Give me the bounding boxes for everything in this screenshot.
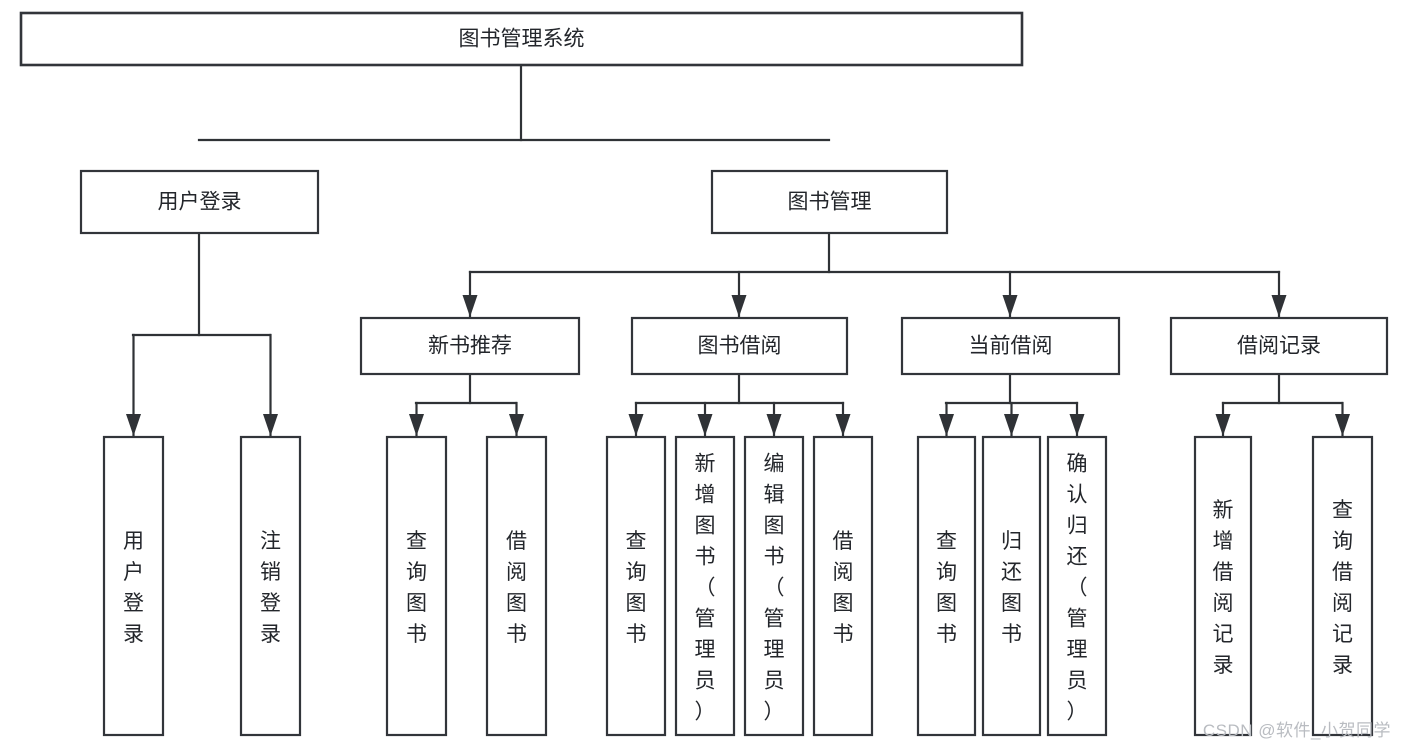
node-box bbox=[102, 435, 165, 737]
node-box bbox=[1169, 316, 1389, 376]
node-label: 图书借阅 bbox=[698, 335, 782, 358]
node-leaf-logout[interactable]: 注销登录 bbox=[239, 435, 302, 737]
node-leaf-query-record[interactable]: 查询借阅记录 bbox=[1311, 435, 1374, 737]
node-label: 查询图书 bbox=[936, 530, 957, 646]
arrow-head-icon bbox=[263, 414, 278, 436]
arrow-head-icon bbox=[1335, 414, 1350, 436]
csdn-watermark: CSDN @软件_小贺同学 bbox=[1202, 721, 1391, 740]
node-label: 查询图书 bbox=[626, 530, 647, 646]
connector-group-bus-book-manage bbox=[462, 231, 1287, 319]
node-box bbox=[19, 11, 1024, 67]
node-label: 图书管理系统 bbox=[459, 28, 585, 51]
connector-group-bus-book-borrow bbox=[628, 372, 851, 438]
node-box bbox=[981, 435, 1042, 737]
arrow-head-icon bbox=[939, 414, 954, 436]
node-label: 借阅记录 bbox=[1237, 335, 1321, 358]
connector-group-bus-borrow-record bbox=[1215, 372, 1350, 438]
node-borrow-record[interactable]: 借阅记录 bbox=[1169, 316, 1389, 376]
node-box bbox=[710, 169, 949, 235]
node-box bbox=[79, 169, 320, 235]
node-leaf-user-login[interactable]: 用户登录 bbox=[102, 435, 165, 737]
arrow-head-icon bbox=[509, 414, 524, 436]
node-box bbox=[1311, 435, 1374, 737]
node-box bbox=[239, 435, 302, 737]
node-label: 借阅图书 bbox=[833, 530, 854, 646]
node-leaf-add-book[interactable]: 新增图书（管理员） bbox=[674, 435, 736, 737]
node-leaf-add-record[interactable]: 新增借阅记录 bbox=[1193, 435, 1253, 737]
node-label: 新书推荐 bbox=[428, 335, 512, 358]
arrow-head-icon bbox=[462, 295, 478, 317]
node-book-manage[interactable]: 图书管理 bbox=[710, 169, 949, 235]
node-label: 编辑图书（管理员） bbox=[764, 453, 785, 724]
arrow-head-icon bbox=[1215, 414, 1231, 436]
arrow-head-icon bbox=[1004, 414, 1019, 436]
node-box bbox=[674, 435, 736, 737]
arrow-head-icon bbox=[126, 414, 141, 436]
node-leaf-return-book[interactable]: 归还图书 bbox=[981, 435, 1042, 737]
node-leaf-borrow-book-rec[interactable]: 借阅图书 bbox=[485, 435, 548, 737]
node-box bbox=[605, 435, 667, 737]
node-box bbox=[900, 316, 1121, 376]
node-user-login[interactable]: 用户登录 bbox=[79, 169, 320, 235]
node-leaf-confirm-return[interactable]: 确认归还（管理员） bbox=[1046, 435, 1108, 737]
arrow-head-icon bbox=[731, 295, 747, 317]
node-label: 用户登录 bbox=[123, 530, 144, 646]
node-current-borrow[interactable]: 当前借阅 bbox=[900, 316, 1121, 376]
node-label: 借阅图书 bbox=[506, 530, 527, 646]
arrow-head-icon bbox=[1271, 295, 1287, 317]
node-box bbox=[359, 316, 581, 376]
node-new-book-recommend[interactable]: 新书推荐 bbox=[359, 316, 581, 376]
connector-group-bus-root bbox=[197, 63, 831, 142]
node-leaf-edit-book[interactable]: 编辑图书（管理员） bbox=[743, 435, 805, 737]
connectors-layer bbox=[126, 63, 1350, 438]
node-box bbox=[485, 435, 548, 737]
node-leaf-borrow-book[interactable]: 借阅图书 bbox=[812, 435, 874, 737]
arrow-head-icon bbox=[409, 414, 424, 436]
node-leaf-query-book-rec[interactable]: 查询图书 bbox=[385, 435, 448, 737]
node-box bbox=[916, 435, 977, 737]
node-root[interactable]: 图书管理系统 bbox=[19, 11, 1024, 67]
arrow-head-icon bbox=[697, 414, 713, 436]
node-box bbox=[1046, 435, 1108, 737]
connector-group-bus-current-borrow bbox=[939, 372, 1085, 438]
node-leaf-query-book-current[interactable]: 查询图书 bbox=[916, 435, 977, 737]
node-label: 新增图书（管理员） bbox=[695, 453, 716, 724]
node-label: 注销登录 bbox=[260, 530, 281, 646]
connector-group-bus-user-login bbox=[126, 231, 278, 438]
arrow-head-icon bbox=[835, 414, 851, 436]
node-label: 查询图书 bbox=[406, 530, 427, 646]
node-label: 归还图书 bbox=[1001, 530, 1022, 646]
node-label: 确认归还（管理员） bbox=[1067, 453, 1088, 724]
node-label: 当前借阅 bbox=[969, 335, 1053, 358]
node-leaf-query-book-borrow[interactable]: 查询图书 bbox=[605, 435, 667, 737]
node-box bbox=[630, 316, 849, 376]
node-box bbox=[743, 435, 805, 737]
arrow-head-icon bbox=[1002, 295, 1018, 317]
arrow-head-icon bbox=[1069, 414, 1085, 436]
arrow-head-icon bbox=[628, 414, 644, 436]
node-box bbox=[385, 435, 448, 737]
arrow-head-icon bbox=[766, 414, 782, 436]
node-box bbox=[812, 435, 874, 737]
node-label: 新增借阅记录 bbox=[1213, 499, 1234, 677]
node-box bbox=[1193, 435, 1253, 737]
node-label: 用户登录 bbox=[158, 191, 242, 214]
connector-group-bus-new-book bbox=[409, 372, 524, 438]
node-label: 查询借阅记录 bbox=[1332, 499, 1353, 677]
node-label: 图书管理 bbox=[788, 191, 872, 214]
node-book-borrow[interactable]: 图书借阅 bbox=[630, 316, 849, 376]
nodes-layer: 图书管理系统用户登录图书管理新书推荐图书借阅当前借阅借阅记录用户登录注销登录查询… bbox=[19, 11, 1389, 737]
